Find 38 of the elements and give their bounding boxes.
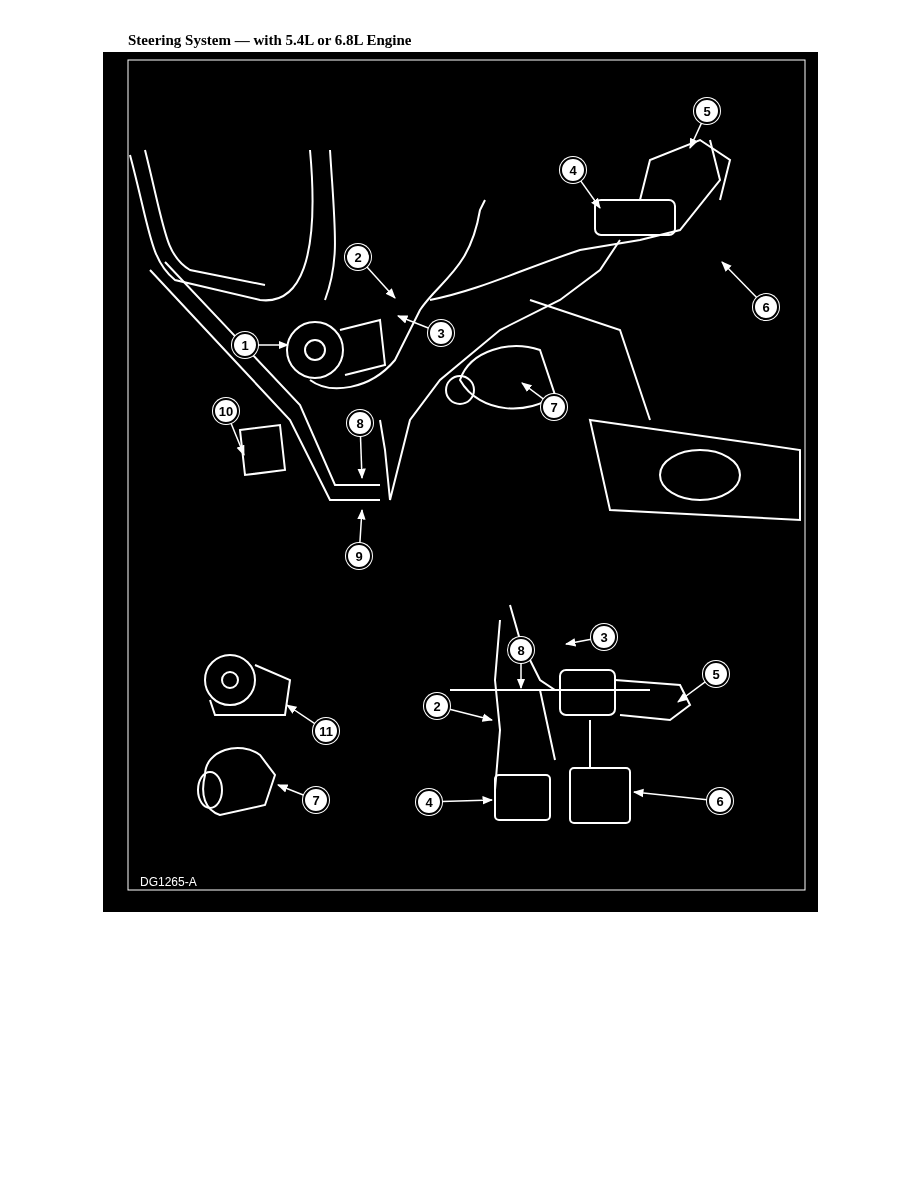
leader-line xyxy=(448,708,493,722)
callout-number: 6 xyxy=(753,294,779,320)
callout-number: 10 xyxy=(213,398,239,424)
leader-line xyxy=(632,788,708,801)
callout-number: 2 xyxy=(424,693,450,719)
callout-number: 9 xyxy=(346,543,372,569)
callout-number: 8 xyxy=(508,637,534,663)
callout-number: 6 xyxy=(707,788,733,814)
leader-line xyxy=(441,796,494,805)
callout-number: 7 xyxy=(303,787,329,813)
leader-line xyxy=(257,340,290,350)
leader-line xyxy=(365,265,396,299)
callout-number: 1 xyxy=(232,332,258,358)
callout-number: 3 xyxy=(591,624,617,650)
callout-number: 3 xyxy=(428,320,454,346)
callout-number: 8 xyxy=(347,410,373,436)
leader-line xyxy=(677,680,707,703)
callout-number: 4 xyxy=(560,157,586,183)
leader-line xyxy=(516,662,526,690)
callout-number: 11 xyxy=(313,718,339,744)
leader-line xyxy=(689,122,703,149)
leader-line xyxy=(397,315,430,329)
callout-number: 5 xyxy=(703,661,729,687)
callout-number: 7 xyxy=(541,394,567,420)
leader-line xyxy=(230,422,245,456)
callout-number: 2 xyxy=(345,244,371,270)
leader-line xyxy=(286,704,316,725)
callout-number: 4 xyxy=(416,789,442,815)
drawing-code: DG1265-A xyxy=(140,875,197,889)
leader-line xyxy=(564,638,592,647)
leader-line xyxy=(277,784,305,796)
leader-line xyxy=(357,435,366,480)
leader-line xyxy=(579,179,601,209)
leader-line xyxy=(357,508,366,544)
leader-line xyxy=(521,382,545,400)
callout-number: 5 xyxy=(694,98,720,124)
diagram-title: Steering System — with 5.4L or 6.8L Engine xyxy=(128,32,412,49)
leader-line xyxy=(721,261,758,299)
